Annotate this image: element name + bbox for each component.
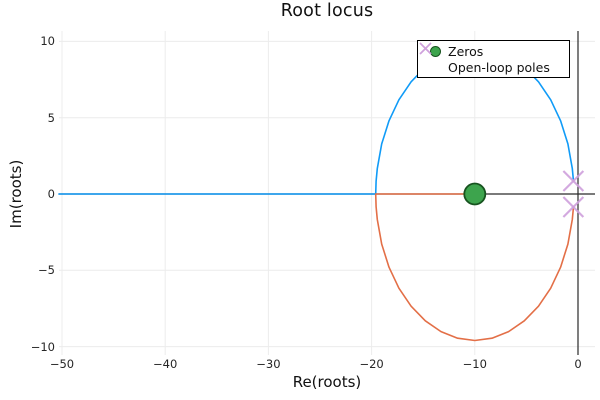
legend-box: Zeros Open-loop poles: [417, 40, 570, 78]
legend-entry-label: Open-loop poles: [448, 59, 550, 75]
pole-marker-x-icon: [562, 170, 585, 192]
x-tick-label: −20: [359, 357, 384, 371]
y-tick-label: −5: [38, 263, 55, 278]
x-tick-label: −10: [462, 357, 487, 371]
legend-entry-poles: Open-loop poles: [419, 42, 565, 75]
legend-entry-label: Zeros: [448, 43, 484, 59]
legend-entry-zeros: Zeros: [422, 43, 565, 59]
x-axis-label: Re(roots): [292, 373, 362, 391]
y-tick-label: 10: [40, 34, 55, 49]
x-tick-label: 0: [574, 357, 582, 371]
x-tick-label: −50: [49, 357, 75, 371]
locus-branch-lower-to-zero: [374, 193, 575, 342]
x-tick-label: −40: [153, 357, 178, 371]
legend-zero-marker-icon: [422, 45, 448, 57]
plot-title: Root locus: [280, 1, 374, 21]
y-tick-label: −10: [30, 339, 55, 354]
pole-marker-x-icon: [562, 196, 585, 218]
y-tick-label: 5: [47, 110, 55, 125]
zero-marker: [463, 182, 487, 206]
y-tick-label: 0: [47, 187, 55, 201]
x-tick-label: −30: [256, 357, 281, 371]
